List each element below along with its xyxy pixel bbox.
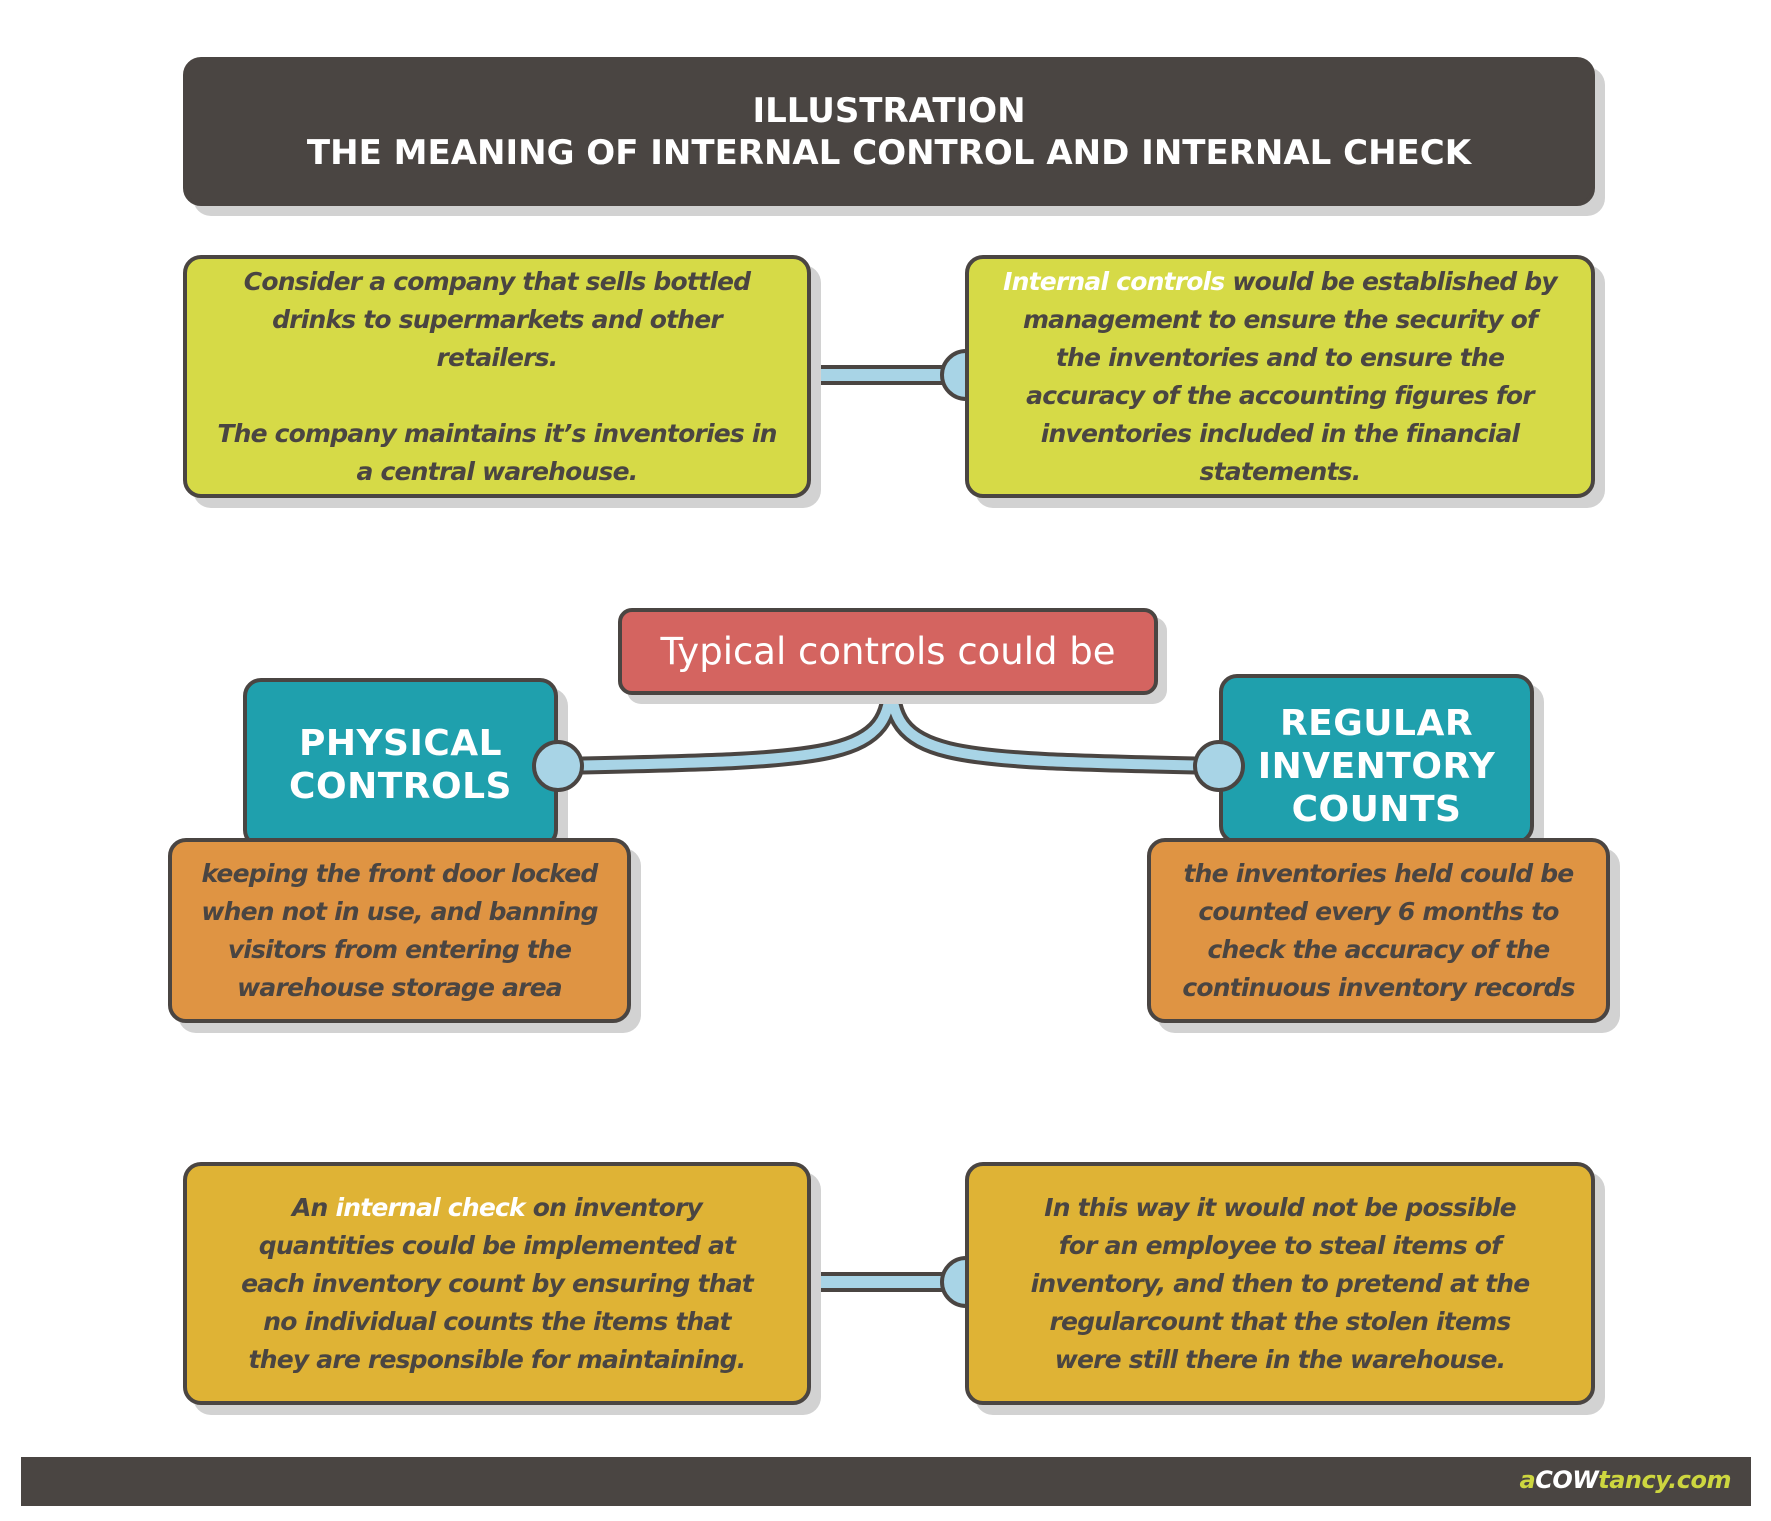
brand-logo[interactable]: aCOWtancy.com: [1519, 1466, 1732, 1494]
internal-controls-box: Internal controls would be established b…: [965, 255, 1595, 498]
regular-line-3: COUNTS: [1291, 789, 1462, 830]
internal-check-text: on inventory quantities could be impleme…: [241, 1192, 754, 1374]
physical-description: keeping the front door locked when not i…: [201, 858, 598, 1002]
regular-description: the inventories held could be counted ev…: [1182, 858, 1575, 1002]
regular-counts-header: REGULAR INVENTORY COUNTS: [1219, 674, 1534, 844]
title-line-1: ILLUSTRATION: [752, 90, 1026, 131]
title-banner: ILLUSTRATION THE MEANING OF INTERNAL CON…: [183, 57, 1595, 206]
internal-check-prefix: An: [292, 1192, 336, 1222]
branch-left: [555, 673, 896, 771]
brand-part-rest: tancy.com: [1598, 1466, 1731, 1494]
internal-check-term: internal check: [335, 1192, 525, 1222]
regular-line-2: INVENTORY: [1257, 746, 1496, 787]
brand-part-a: a: [1519, 1466, 1536, 1494]
title-line-2: THE MEANING OF INTERNAL CONTROL AND INTE…: [306, 132, 1472, 173]
physical-line-2: CONTROLS: [289, 766, 512, 807]
brand-part-cow: COW: [1535, 1466, 1599, 1494]
outcome-text: In this way it would not be possible for…: [1030, 1192, 1531, 1374]
scenario-para-1: Consider a company that sells bottled dr…: [243, 266, 751, 372]
physical-controls-box: keeping the front door locked when not i…: [168, 838, 631, 1023]
regular-line-1: REGULAR: [1279, 703, 1474, 744]
regular-counts-box: the inventories held could be counted ev…: [1147, 838, 1610, 1023]
footer-bar: aCOWtancy.com: [21, 1457, 1751, 1506]
typical-controls-label: Typical controls could be: [618, 608, 1158, 695]
internal-controls-term: Internal controls: [1003, 266, 1225, 296]
regular-node: [1193, 740, 1245, 792]
scenario-box: Consider a company that sells bottled dr…: [183, 255, 811, 498]
physical-node: [532, 740, 584, 792]
internal-check-box: An internal check on inventory quantitie…: [183, 1162, 811, 1405]
physical-line-1: PHYSICAL: [298, 723, 503, 764]
typical-controls-text: Typical controls could be: [660, 630, 1116, 673]
branch-right: [886, 673, 1223, 771]
internal-controls-text: would be established by management to en…: [1022, 266, 1558, 486]
outcome-box: In this way it would not be possible for…: [965, 1162, 1595, 1405]
scenario-para-2: The company maintains it’s inventories i…: [217, 418, 777, 486]
